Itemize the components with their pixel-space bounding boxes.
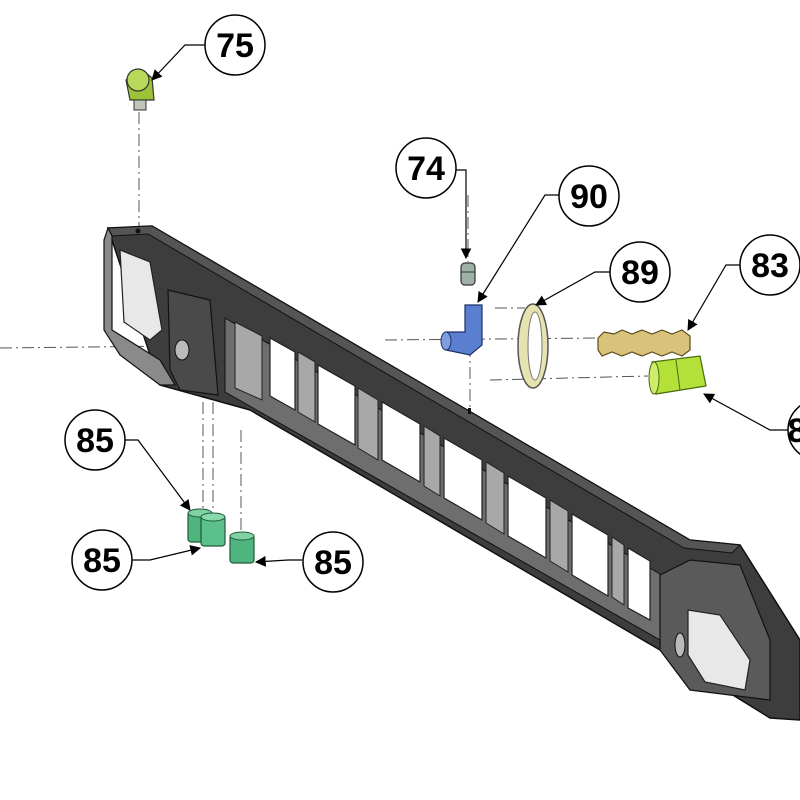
part-83-gear-nut: [597, 329, 691, 357]
leader-90: [477, 194, 559, 303]
callout-85-c: 85: [302, 531, 364, 593]
part-89-inner: [527, 311, 543, 381]
callout-89-circle: [609, 241, 671, 303]
leader-85-b: [132, 545, 202, 561]
callout-85-a-circle: [64, 409, 126, 471]
main-frame: [103, 225, 800, 721]
frame-top-hole-left: [135, 228, 141, 234]
callout-85-a-label: 85: [76, 422, 114, 460]
part-green-groove: [675, 359, 681, 391]
callout-85-c-circle: [302, 531, 364, 593]
center-line-horizontal-left: [0, 345, 181, 349]
part-90-body: [445, 304, 483, 356]
callout-8x: 8: [787, 405, 800, 455]
callout-74-label: 74: [407, 150, 445, 188]
callout-74: 74: [395, 137, 457, 199]
center-line-axis-lower: [489, 375, 649, 381]
window-7: [627, 546, 651, 622]
window-1: [269, 336, 296, 412]
part-green-end: [648, 361, 660, 395]
part-75-top: [126, 68, 150, 92]
callout-85-b-label: 85: [83, 542, 121, 580]
rib-3: [357, 387, 379, 461]
frame-top-hole-mid: [468, 408, 471, 414]
part-90-blue-elbow: [440, 304, 483, 356]
callout-90-label: 90: [570, 178, 608, 216]
callout-89: 89: [609, 241, 671, 303]
part-85-c-top: [229, 531, 255, 541]
leader-85-c: [254, 556, 302, 567]
frame-left-block: [167, 289, 219, 396]
window-3: [381, 400, 421, 484]
callout-90-circle: [558, 165, 620, 227]
leader-85-a: [122, 439, 191, 511]
callout-89-label: 89: [621, 254, 659, 292]
leader-83: [687, 264, 742, 331]
leader-89: [535, 271, 611, 306]
part-75-elbow-fitting: [125, 68, 155, 111]
rib-4: [423, 425, 441, 497]
window-6: [571, 512, 609, 598]
callout-83-circle: [739, 234, 800, 296]
part-90-end: [440, 331, 452, 351]
rib-2: [297, 351, 316, 423]
callout-75-circle: [204, 14, 266, 76]
part-green-sleeve: [648, 355, 707, 395]
part-75-thread: [133, 99, 147, 111]
frame-left-pocket: [119, 249, 163, 341]
frame-top-surface: [107, 225, 742, 554]
callout-75-label: 75: [216, 27, 254, 65]
rib-1: [234, 321, 263, 401]
frame-left-end: [103, 226, 177, 386]
callout-8x-label: 8: [788, 412, 800, 450]
window-4: [443, 436, 483, 522]
part-green-body: [651, 355, 707, 395]
callouts: 75 74 90 89 83 8 85 85: [64, 14, 800, 593]
part-74-pin: [460, 262, 476, 286]
leader-75: [151, 44, 205, 81]
callout-85-c-label: 85: [314, 544, 352, 582]
frame-right-bore: [674, 632, 686, 658]
leader-8x: [703, 393, 788, 431]
callout-90: 90: [558, 165, 620, 227]
callout-85-b: 85: [71, 529, 133, 591]
frame-right-pocket: [687, 609, 751, 691]
frame-windows: [269, 336, 651, 622]
callout-75: 75: [204, 14, 266, 76]
callout-85-a: 85: [64, 409, 126, 471]
rib-5: [485, 461, 505, 535]
part-74-body: [460, 262, 476, 286]
callout-74-circle: [395, 137, 457, 199]
callout-83-label: 83: [751, 247, 789, 285]
rib-7: [611, 536, 625, 606]
rib-6: [549, 499, 569, 573]
center-line-axis-upper: [384, 337, 601, 341]
part-85-b-top: [200, 512, 226, 522]
window-2: [317, 363, 356, 447]
callout-8x-circle: [787, 405, 800, 455]
frame-left-bore: [174, 339, 190, 361]
part-85-b: [200, 512, 226, 547]
window-5: [507, 474, 547, 560]
frame-ribs: [234, 321, 625, 606]
part-89-o-ring: [517, 303, 549, 389]
part-85-c: [229, 531, 255, 564]
part-83-body: [597, 329, 691, 357]
callout-83: 83: [739, 234, 800, 296]
leader-74: [452, 169, 472, 260]
parts-85-bushings: [187, 508, 255, 564]
callout-85-b-circle: [71, 529, 133, 591]
